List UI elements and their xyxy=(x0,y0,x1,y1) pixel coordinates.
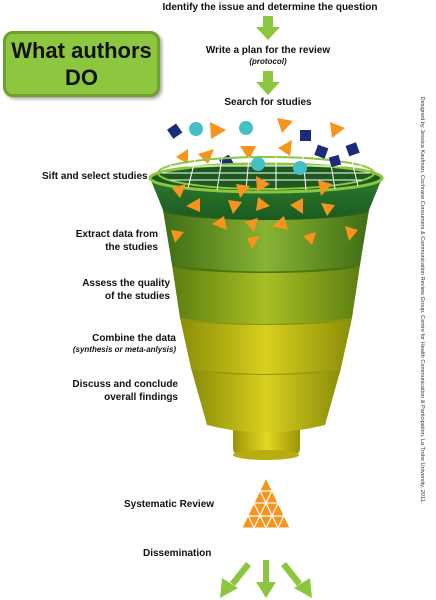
step-sift-select: Sift and select studies xyxy=(42,171,148,182)
step-combine-sub: (synthesis or meta-anlysis) xyxy=(72,345,176,354)
step-write-plan: Write a plan for the review (protocol) xyxy=(190,44,346,67)
designer-credit: Designed by Jessica Kaufman, Cochrane Co… xyxy=(419,96,425,504)
step-extract-line-1: Extract data from xyxy=(75,229,158,240)
step-combine-label: Combine the data xyxy=(92,333,176,344)
step-discuss-line-1: Discuss and conclude xyxy=(72,379,178,390)
down-arrow-2 xyxy=(256,71,280,95)
sieve-grid xyxy=(157,156,375,191)
badge-line-1: What authors xyxy=(11,38,152,63)
selected-studies xyxy=(171,197,358,249)
step-extract-data: Extract data from the studies xyxy=(20,228,158,254)
step-discuss-conclude: Discuss and conclude overall findings xyxy=(30,378,178,404)
step-identify-issue: Identify the issue and determine the que… xyxy=(162,2,378,13)
step-assess-quality: Assess the quality of the studies xyxy=(30,277,170,303)
step-combine-data: Combine the data (synthesis or meta-anly… xyxy=(30,332,176,355)
step-assess-line-2: of the studies xyxy=(104,291,170,302)
studies-on-sieve xyxy=(172,154,342,198)
label-systematic-review: Systematic Review xyxy=(124,499,215,510)
step-write-plan-sub: (protocol) xyxy=(249,57,287,66)
step-write-plan-label: Write a plan for the review xyxy=(205,45,331,56)
label-dissemination: Dissemination xyxy=(143,548,212,559)
down-arrow-1 xyxy=(256,16,280,40)
funnel-body xyxy=(148,162,384,460)
pyramid-grid-lines xyxy=(241,477,291,529)
step-discuss-line-2: overall findings xyxy=(104,392,178,403)
step-extract-line-2: the studies xyxy=(105,242,158,253)
badge-line-2: DO xyxy=(65,65,98,90)
dissemination-arrows xyxy=(220,560,312,598)
step-assess-line-1: Assess the quality xyxy=(82,278,170,289)
step-search-studies: Search for studies xyxy=(224,97,312,108)
